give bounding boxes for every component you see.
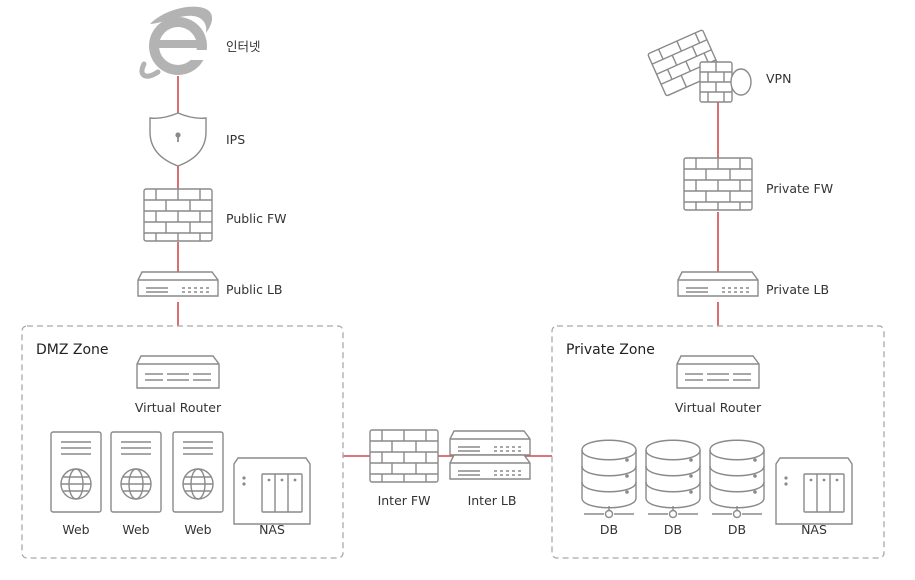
vpn-node[interactable]: VPN bbox=[647, 29, 792, 103]
private-lb-label: Private LB bbox=[766, 282, 829, 297]
inter-lb-label: Inter LB bbox=[468, 493, 517, 508]
load-balancer-icon bbox=[449, 430, 531, 480]
router-icon bbox=[676, 355, 760, 389]
database-label: DB bbox=[600, 522, 618, 537]
vpn-label: VPN bbox=[766, 71, 791, 86]
private-zone-border bbox=[551, 325, 885, 559]
links bbox=[177, 76, 719, 457]
firewall-icon bbox=[369, 429, 439, 483]
database-label: DB bbox=[728, 522, 746, 537]
private-zone-title: Private Zone bbox=[566, 342, 655, 358]
dmz-router-label: Virtual Router bbox=[135, 400, 222, 415]
web-server-icon bbox=[50, 431, 102, 513]
private-lb-node[interactable]: Private LB bbox=[677, 271, 829, 297]
database-3[interactable]: DB bbox=[709, 439, 765, 537]
dmz-virtual-router[interactable]: Virtual Router bbox=[135, 355, 222, 415]
inter-fw-label: Inter FW bbox=[378, 493, 431, 508]
web-server-2[interactable]: Web bbox=[110, 431, 162, 537]
private-nas[interactable]: NAS bbox=[775, 457, 853, 537]
inter-fw-node[interactable]: Inter FW bbox=[369, 429, 439, 508]
web-server-label: Web bbox=[184, 522, 211, 537]
database-icon bbox=[581, 439, 637, 519]
shield-icon bbox=[149, 112, 207, 167]
public-lb-label: Public LB bbox=[226, 282, 283, 297]
firewall-icon bbox=[143, 188, 213, 242]
web-server-label: Web bbox=[122, 522, 149, 537]
database-2[interactable]: DB bbox=[645, 439, 701, 537]
load-balancer-icon bbox=[137, 271, 219, 297]
vpn-firewall-icon bbox=[647, 29, 752, 103]
web-server-label: Web bbox=[62, 522, 89, 537]
web-server-icon bbox=[172, 431, 224, 513]
firewall-icon bbox=[683, 157, 753, 211]
database-icon bbox=[709, 439, 765, 519]
ips-node[interactable]: IPS bbox=[149, 112, 245, 167]
database-label: DB bbox=[664, 522, 682, 537]
private-virtual-router[interactable]: Virtual Router bbox=[675, 355, 762, 415]
private-router-label: Virtual Router bbox=[675, 400, 762, 415]
dmz-zone-title: DMZ Zone bbox=[36, 342, 109, 358]
nas-icon bbox=[775, 457, 853, 525]
internet-explorer-icon bbox=[139, 6, 213, 79]
dmz-nas-label: NAS bbox=[259, 522, 285, 537]
ips-label: IPS bbox=[226, 132, 245, 147]
web-server-icon bbox=[110, 431, 162, 513]
inter-lb-node[interactable]: Inter LB bbox=[449, 430, 531, 508]
dmz-zone-border bbox=[21, 325, 344, 559]
router-icon bbox=[136, 355, 220, 389]
web-server-3[interactable]: Web bbox=[172, 431, 224, 537]
public-fw-node[interactable]: Public FW bbox=[143, 188, 287, 242]
web-server-1[interactable]: Web bbox=[50, 431, 102, 537]
load-balancer-icon bbox=[677, 271, 759, 297]
database-1[interactable]: DB bbox=[581, 439, 637, 537]
public-fw-label: Public FW bbox=[226, 211, 287, 226]
private-fw-node[interactable]: Private FW bbox=[683, 157, 833, 211]
private-fw-label: Private FW bbox=[766, 181, 833, 196]
public-lb-node[interactable]: Public LB bbox=[137, 271, 283, 297]
private-nas-label: NAS bbox=[801, 522, 827, 537]
internet-label: 인터넷 bbox=[226, 39, 261, 54]
nas-icon bbox=[233, 457, 311, 525]
internet-node[interactable]: 인터넷 bbox=[139, 6, 261, 79]
database-icon bbox=[645, 439, 701, 519]
dmz-nas[interactable]: NAS bbox=[233, 457, 311, 537]
